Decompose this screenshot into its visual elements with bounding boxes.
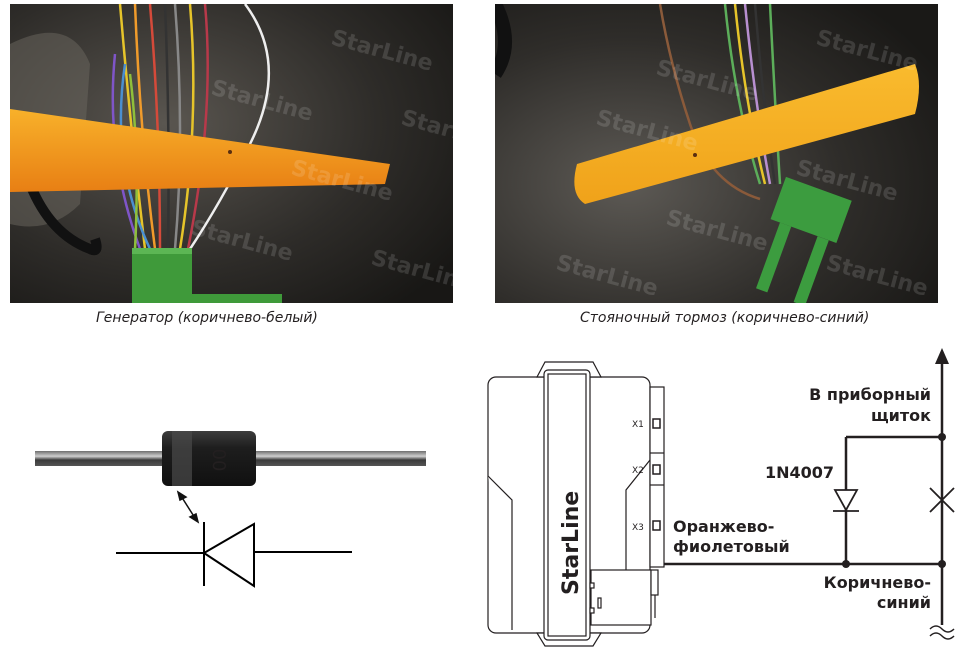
cut-mark-icon [929,487,955,513]
arrow-up-icon [935,348,949,364]
label-to-dashboard-2: щиток [871,406,931,425]
diode-lead-left [35,451,165,466]
diode-icon [833,489,859,512]
svg-text:X3: X3 [632,523,644,533]
svg-text:X1: X1 [632,420,644,430]
diode-lead-right [250,451,426,466]
junction-dot-icon [842,433,946,568]
label-diode-model: 1N4007 [765,463,834,482]
photo-generator: StarLine StarLine StarLine StarLine Star… [10,4,453,303]
wiring-schematic: StarLine X1 X2 X3 Оранжево- фиолетовый 1… [487,348,955,647]
label-brown-blue-1: Коричнево- [824,573,931,592]
diode-illustration: 00 [35,431,426,588]
photo-parking-brake: StarLine StarLine StarLine StarLine Star… [495,4,938,303]
label-orange-violet-2: фиолетовый [673,537,790,556]
double-arrow-icon [176,490,200,524]
diode-photo: 00 [35,431,426,486]
connector-x2: X2 [632,464,661,476]
label-to-dashboard-1: В приборный [809,385,931,404]
unit-brand-logo: StarLine [559,491,584,595]
connector-x1: X1 [632,418,661,430]
diode-symbol-icon [116,522,352,588]
label-brown-blue-2: синий [877,593,931,612]
photo-parking-brake-image: StarLine StarLine StarLine StarLine Star… [495,4,938,303]
photo-generator-image: StarLine StarLine StarLine StarLine Star… [10,4,453,303]
svg-text:X2: X2 [632,466,644,476]
schematic-wires [664,360,944,625]
caption-generator: Генератор (коричнево-белый) [96,310,318,326]
connector-x3: X3 [632,520,661,533]
label-orange-violet-1: Оранжево- [673,517,774,536]
diode-cathode-band [172,431,192,486]
diode-marking: 00 [208,449,229,472]
wave-break-icon [929,625,955,640]
caption-parking-brake: Стояночный тормоз (коричнево-синий) [580,310,870,326]
